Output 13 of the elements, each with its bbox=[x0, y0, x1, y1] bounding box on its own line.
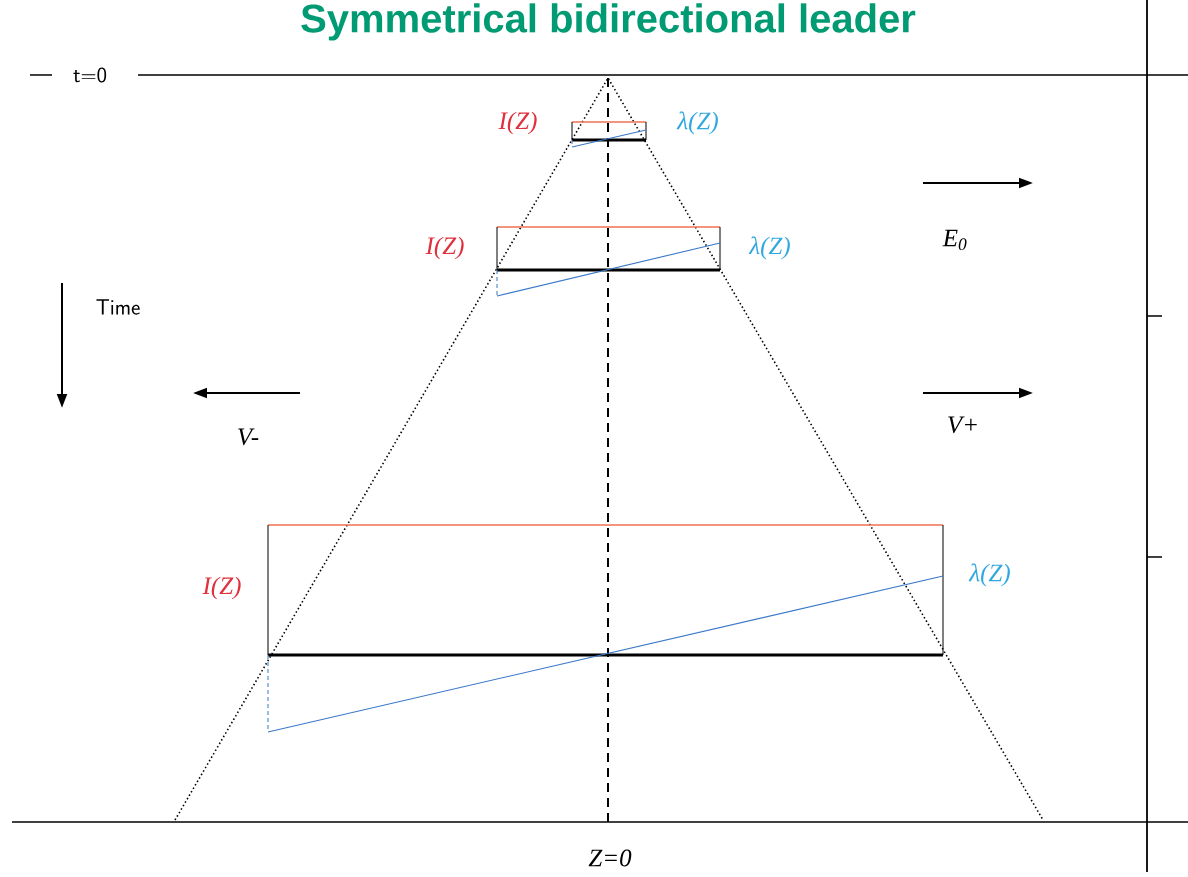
line-density-label: λ(Z) bbox=[676, 110, 720, 136]
field-label: E$_{0}$ bbox=[941, 228, 969, 252]
velocity-label: V+ bbox=[945, 415, 981, 435]
velocity-label: V- bbox=[235, 427, 261, 447]
line-density-label: λ(Z) bbox=[748, 235, 792, 261]
origin-label: Z=0 bbox=[587, 848, 633, 868]
time-label: Time bbox=[94, 298, 142, 316]
current-label: I(Z) bbox=[424, 235, 466, 261]
current-label: I(Z) bbox=[201, 575, 243, 601]
title: Symmetrical bidirectional leader bbox=[301, 3, 916, 41]
current-label: I(Z) bbox=[497, 110, 539, 136]
time-zero-label: t=0 bbox=[72, 66, 108, 84]
line-density-label: λ(Z) bbox=[968, 562, 1012, 588]
